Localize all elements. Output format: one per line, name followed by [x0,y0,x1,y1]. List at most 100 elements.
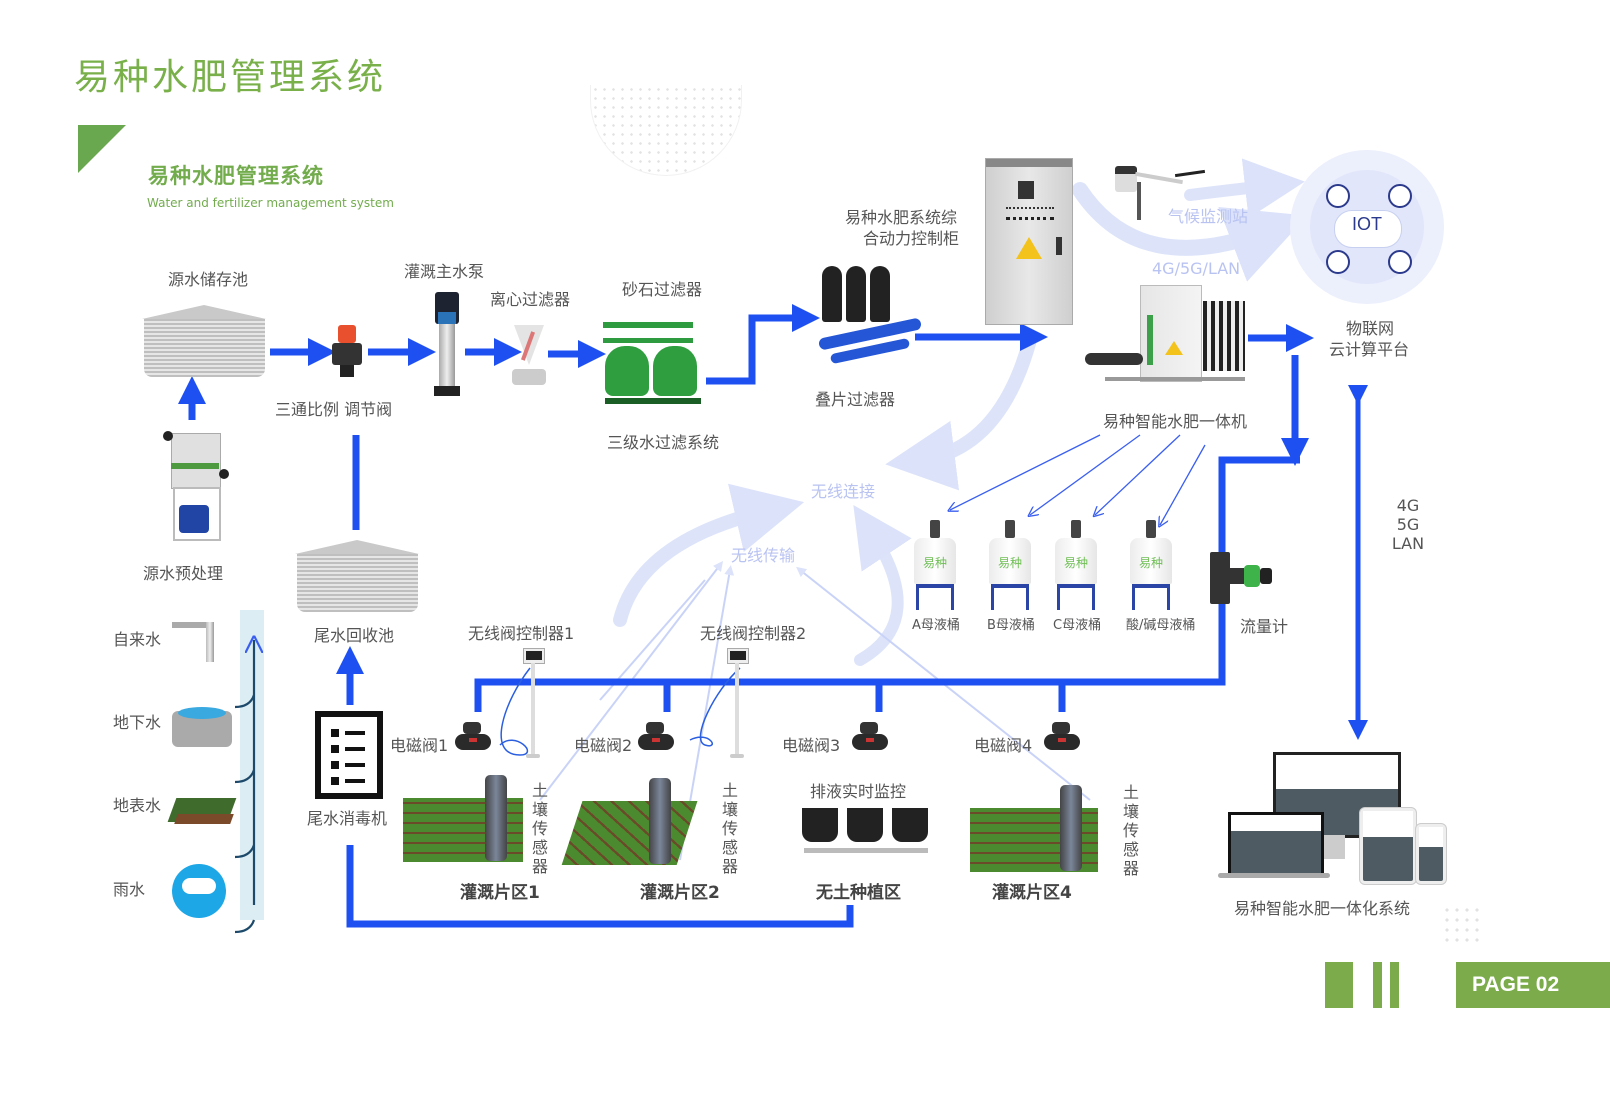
zone-label: 无土种植区 [816,883,901,903]
tank-body [914,538,956,584]
wireless-connect-label: 无线连接 [811,482,876,501]
tank-motor-icon [930,520,940,538]
tank-motor-icon [1005,520,1015,538]
main-pump-label: 灌溉主水泵 [404,262,485,281]
tank-motor-icon [1146,520,1156,538]
pipe-distribution [474,456,1300,712]
flow-meter-icon [1210,552,1278,604]
tank-stand [991,584,1029,610]
tank-brand: 易种 [997,556,1022,570]
weather-station-icon [1115,158,1207,222]
wireless-arc-cabinet-to-cloud [1072,182,1308,282]
tank-motor-icon [1071,520,1081,538]
wireless-controller-icon[interactable] [523,648,545,760]
tank-stand [1132,584,1170,610]
tank-label: B母液桶 [987,618,1035,633]
soil-sensor-label: 土壤传感器 [1122,783,1139,878]
tank-stand [1057,584,1095,610]
solenoid-valve-icon[interactable] [638,722,674,752]
iot-badge: IOT [1352,214,1382,234]
solenoid-valve-label: 电磁阀1 [390,736,449,755]
mother-liquor-tank: 易种 [1053,520,1099,612]
iot-cloud-label-2: 云计算平台 [1329,340,1410,359]
mother-liquor-tank: 易种 [912,520,958,612]
tank-label: C母液桶 [1053,618,1102,633]
flow-meter-label: 流量计 [1240,617,1289,636]
wireless-arc-weather-to-cloud [1184,158,1305,219]
pipe-drain-return [346,845,854,928]
mother-liquor-tank: 易种 [1128,520,1174,612]
pretreatment-label: 源水预处理 [143,564,224,583]
pretreatment-icon [163,423,229,545]
network-top-label: 4G/5G/LAN [1152,259,1241,278]
tank-label: A母液桶 [912,618,960,633]
dosing-lines [950,434,1206,525]
wireless-controller-label: 无线阀控制器2 [700,624,807,643]
section-title: 易种水肥管理系统 [148,164,324,188]
collector-band [240,610,264,920]
water-source-label: 地表水 [113,796,162,815]
water-source-label: 自来水 [113,630,162,649]
wireless-arc-right [853,505,912,666]
solenoid-valve-icon[interactable] [852,722,888,752]
decor-dots [1442,905,1482,945]
tailwater-pool-label: 尾水回收池 [314,626,395,645]
integrated-system-devices-icon [1218,752,1446,884]
tank-brand: 易种 [1063,556,1088,570]
pipe-sand-to-disc [706,304,820,385]
crop-bed-icon [561,778,698,870]
footer-bar-2 [1373,962,1382,1008]
crop-bed-icon [970,785,1098,877]
tailwater-pool-icon [295,540,420,612]
tank-body [1130,538,1172,584]
wireless-controller-label: 无线阀控制器1 [468,624,575,643]
collector-line [234,640,254,934]
wireless-arc-cabinet-to-field [885,333,1037,491]
well-icon [172,705,234,759]
disc-filter-icon [817,262,924,380]
page-title: 易种水肥管理系统 [74,57,387,98]
zone-label: 灌溉片区4 [992,883,1072,903]
solenoid-valve-label: 电磁阀3 [782,736,841,755]
sand-filter-label: 砂石过滤器 [622,280,703,299]
tailwater-disinfect-icon [315,711,383,799]
network-side-label: 4G 5G LAN [1391,496,1425,554]
iot-cloud-icon: IOT [1290,150,1444,304]
tailwater-disinfect-label: 尾水消毒机 [307,809,388,828]
control-cabinet-icon [985,158,1073,325]
wireless-transfer-label: 无线传输 [731,546,796,565]
wireless-arc-left [613,483,805,627]
control-cabinet-label-1: 易种水肥系统综 [845,208,958,227]
soilless-pots-icon [802,808,930,858]
sand-filter-icon [603,318,703,410]
solenoid-valve-label: 电磁阀4 [974,736,1033,755]
three-stage-filter-label: 三级水过滤系统 [607,433,720,452]
tank-label: 酸/碱母液桶 [1126,618,1196,633]
rain-cloud-icon [168,864,230,918]
corner-triangle [78,125,126,173]
wireless-controller-icon[interactable] [727,648,749,760]
tank-brand: 易种 [1138,556,1163,570]
section-subtitle: Water and fertilizer management system [147,196,394,210]
zone-label: 灌溉片区1 [460,883,540,903]
solenoid-valve-icon[interactable] [455,722,491,752]
footer-bar-3 [1390,962,1399,1008]
solenoid-valve-icon[interactable] [1044,722,1080,752]
disc-filter-label: 叠片过滤器 [815,390,896,409]
water-source-label: 地下水 [113,713,162,732]
tank-stand [916,584,954,610]
water-source-label: 雨水 [113,880,146,899]
tank-body [1055,538,1097,584]
source-storage-tank-icon [142,305,267,377]
source-storage-label: 源水储存池 [168,270,249,289]
weather-station-label: 气候监测站 [1168,207,1249,226]
footer-bar-1 [1325,962,1353,1008]
mother-liquor-tank: 易种 [987,520,1033,612]
control-cabinet-label-2: 合动力控制柜 [863,229,960,248]
terrain-icon [167,788,237,842]
fertigation-machine-icon [1085,285,1250,390]
tank-brand: 易种 [922,556,947,570]
centrifugal-filter-icon [512,325,546,391]
solenoid-valve-label: 电磁阀2 [574,736,633,755]
